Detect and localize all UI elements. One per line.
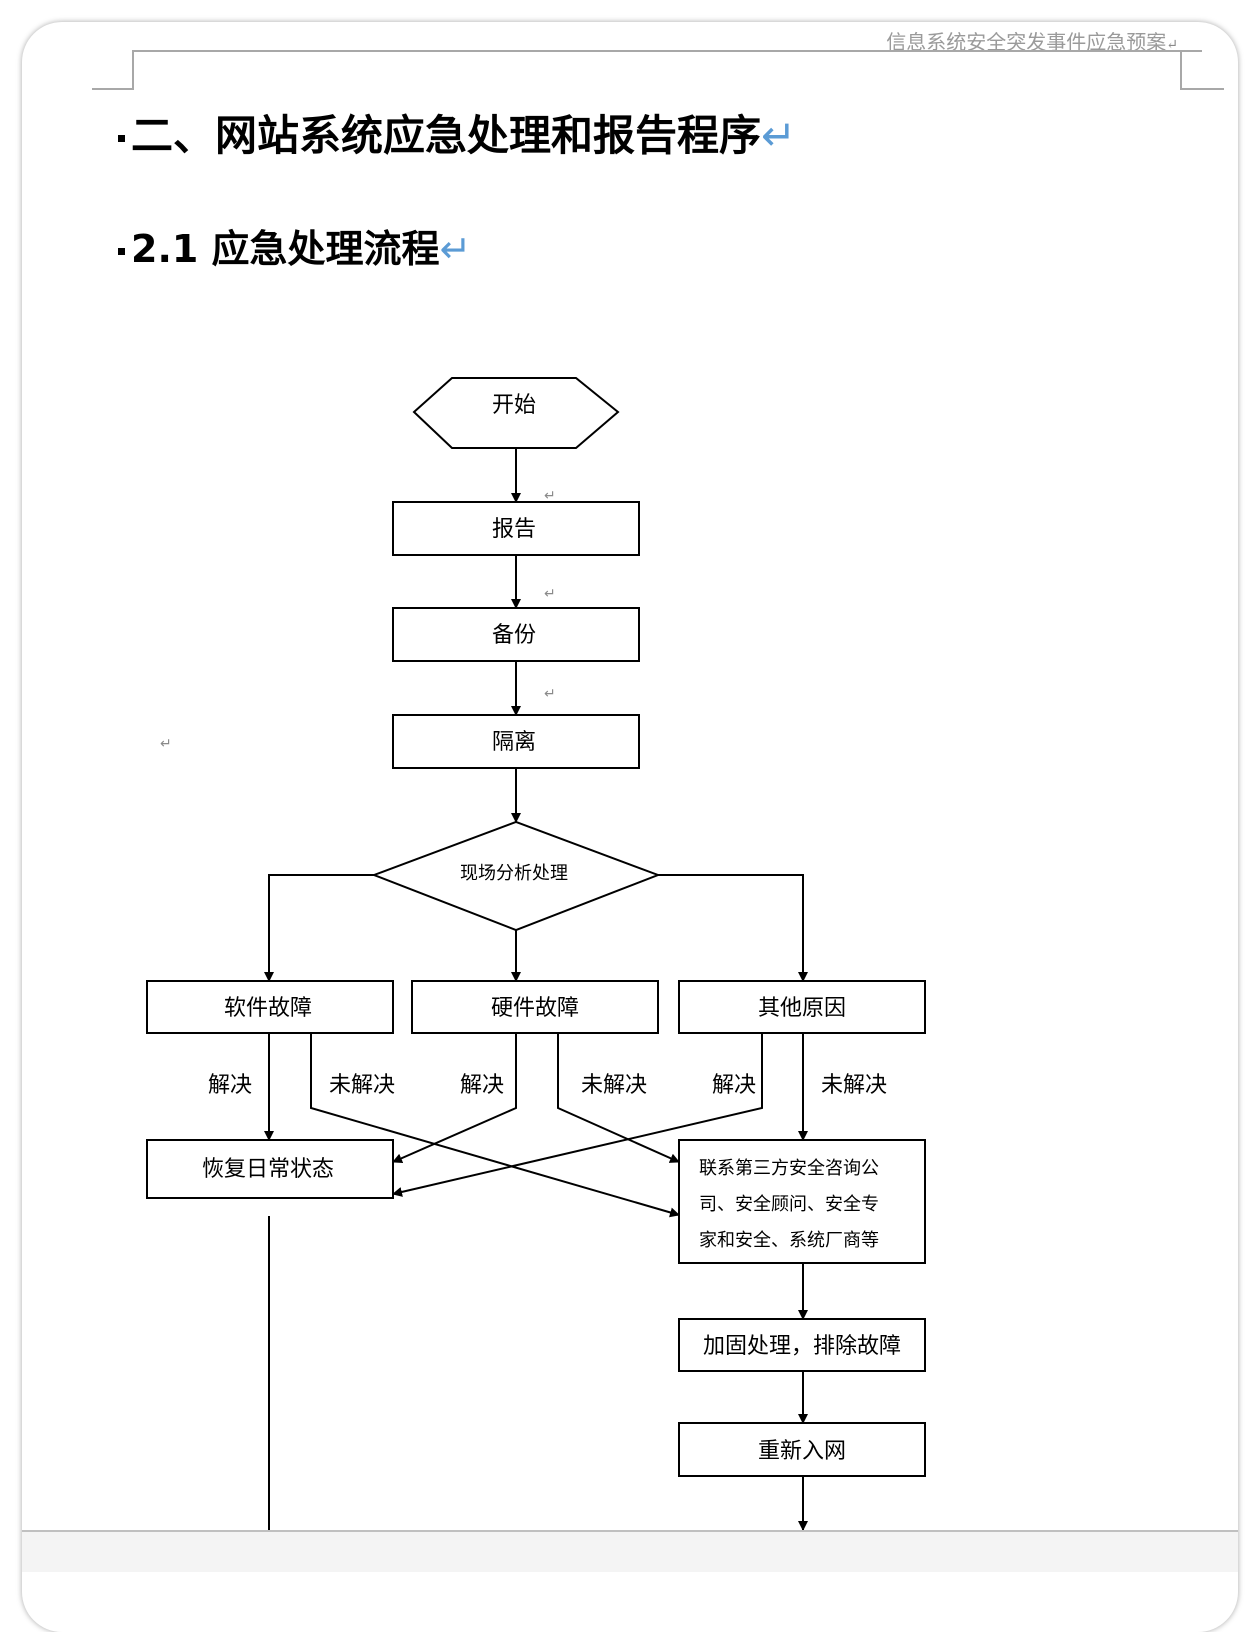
return-mark: ↵ bbox=[544, 586, 556, 602]
software-box bbox=[146, 980, 394, 1034]
arrow-hardware-contact bbox=[557, 1033, 680, 1163]
software-unresolved-label: 未解决 bbox=[329, 1073, 395, 1098]
paragraph-mark-icon bbox=[118, 248, 125, 255]
software-resolved-label: 解决 bbox=[208, 1073, 252, 1098]
crop-mark-right bbox=[1180, 50, 1224, 90]
contact-box bbox=[678, 1139, 926, 1264]
other-label: 其他原因 bbox=[758, 996, 846, 1021]
software-label: 软件故障 bbox=[224, 996, 312, 1021]
contact-label-line2: 司、安全顾问、安全专 bbox=[699, 1194, 879, 1215]
arrow-analyze-software bbox=[264, 874, 374, 982]
arrow-software-contact bbox=[310, 1033, 680, 1218]
return-mark: ↵ bbox=[544, 488, 556, 504]
reinforce-label: 加固处理，排除故障 bbox=[703, 1334, 901, 1359]
arrow-analyze-other bbox=[658, 874, 808, 982]
document-page: 信息系统安全突发事件应急预案↵ 二、网站系统应急处理和报告程序↵ 2.1 应急处… bbox=[22, 22, 1238, 1632]
crop-mark-left bbox=[92, 50, 134, 90]
analyze-label: 现场分析处理 bbox=[460, 863, 568, 884]
other-box bbox=[678, 980, 926, 1034]
arrow-hardware-restore bbox=[392, 1033, 517, 1163]
hardware-unresolved-label: 未解决 bbox=[581, 1073, 647, 1098]
isolate-box bbox=[392, 714, 640, 769]
hardware-label: 硬件故障 bbox=[491, 996, 579, 1021]
arrow-other-restore bbox=[392, 1033, 763, 1197]
contact-label-line3: 家和安全、系统厂商等 bbox=[699, 1230, 879, 1251]
other-unresolved-label: 未解决 bbox=[821, 1073, 887, 1098]
status-bar bbox=[22, 1530, 1238, 1572]
paragraph-mark-icon bbox=[118, 135, 125, 142]
header-rule bbox=[134, 50, 1202, 52]
other-resolved-label: 解决 bbox=[712, 1073, 756, 1098]
hardware-resolved-label: 解决 bbox=[460, 1073, 504, 1098]
contact-label-line1: 联系第三方安全咨询公 bbox=[699, 1158, 879, 1179]
flowchart: 开始 报告 备份 隔离 现场分析处理 软件故障 硬件故障 其他原因 恢复日常状态… bbox=[146, 377, 926, 1530]
backup-label: 备份 bbox=[492, 623, 536, 648]
restore-label: 恢复日常状态 bbox=[202, 1157, 334, 1182]
hardware-box bbox=[411, 980, 659, 1034]
heading-1[interactable]: 二、网站系统应急处理和报告程序↵ bbox=[118, 102, 796, 163]
start-node bbox=[412, 377, 620, 449]
heading-2[interactable]: 2.1 应急处理流程↵ bbox=[118, 218, 471, 273]
isolate-label: 隔离 bbox=[492, 730, 536, 755]
reinforce-box bbox=[678, 1318, 926, 1372]
rejoin-box bbox=[678, 1422, 926, 1477]
report-label: 报告 bbox=[492, 517, 536, 542]
rejoin-label: 重新入网 bbox=[758, 1439, 846, 1464]
start-label: 开始 bbox=[492, 393, 536, 418]
return-mark: ↵ bbox=[160, 736, 172, 752]
return-mark: ↵ bbox=[544, 686, 556, 702]
